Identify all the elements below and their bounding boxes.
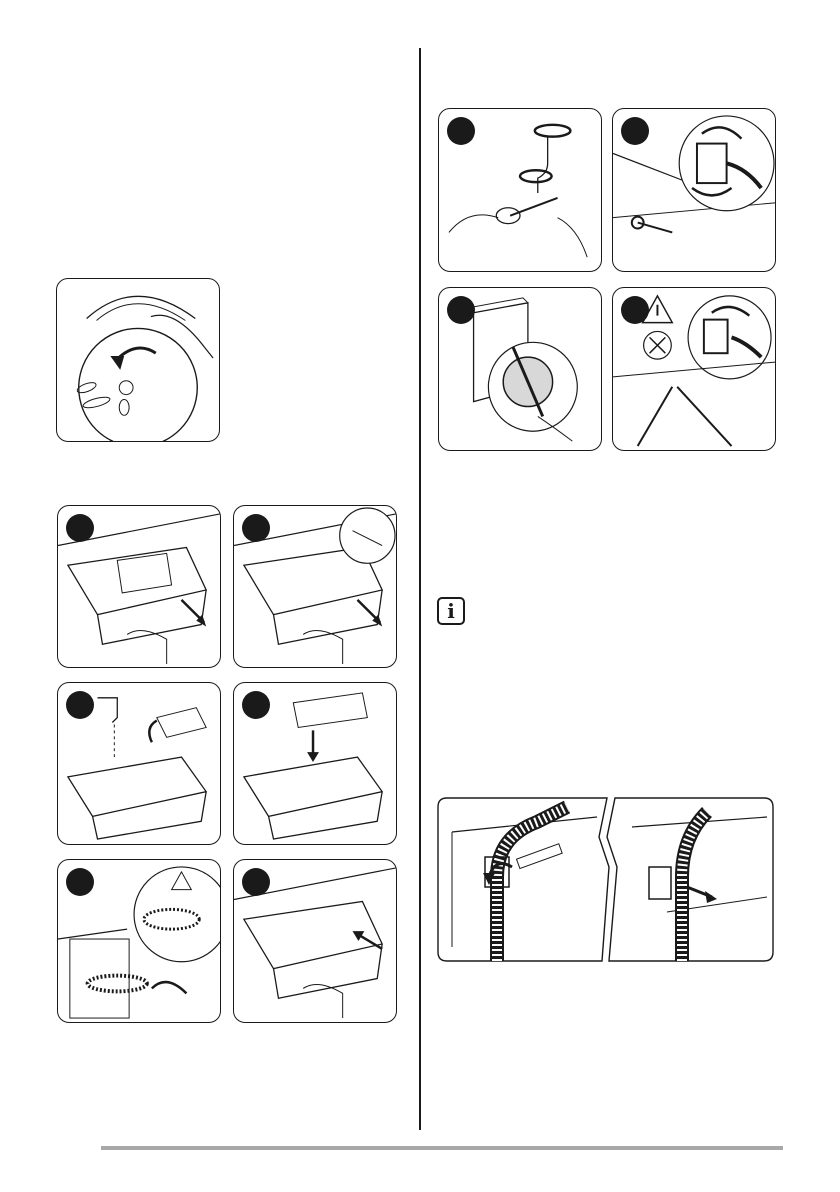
drain-hose-figure: [437, 797, 774, 962]
step-badge: [621, 296, 649, 324]
step-badge: [621, 117, 649, 145]
column-divider: [419, 48, 421, 1130]
inlet-filter-step-1: [438, 108, 602, 272]
step-badge: [447, 117, 475, 145]
inlet-filter-step-3: [438, 287, 602, 451]
door-seal-cleaning-illustration: [57, 279, 219, 441]
info-icon: i: [437, 597, 465, 625]
step-badge: [66, 691, 94, 719]
step-badge: [242, 868, 270, 896]
dispenser-step-2: [233, 505, 397, 668]
footer-rule: [101, 1146, 783, 1150]
door-seal-figure: [56, 278, 220, 442]
step-badge: [447, 296, 475, 324]
dispenser-step-4: [233, 682, 397, 845]
step-badge: [242, 691, 270, 719]
step-badge: [66, 868, 94, 896]
drain-hose-unhook-illustration: [437, 797, 774, 962]
inlet-filter-step-2: [612, 108, 776, 272]
dispenser-step-6: [233, 859, 397, 1023]
dispenser-step-5: [57, 859, 221, 1023]
step-badge: [242, 514, 270, 542]
step-badge: [66, 514, 94, 542]
dispenser-step-1: [57, 505, 221, 668]
dispenser-step-3: [57, 682, 221, 845]
inlet-filter-step-4: [612, 287, 776, 451]
